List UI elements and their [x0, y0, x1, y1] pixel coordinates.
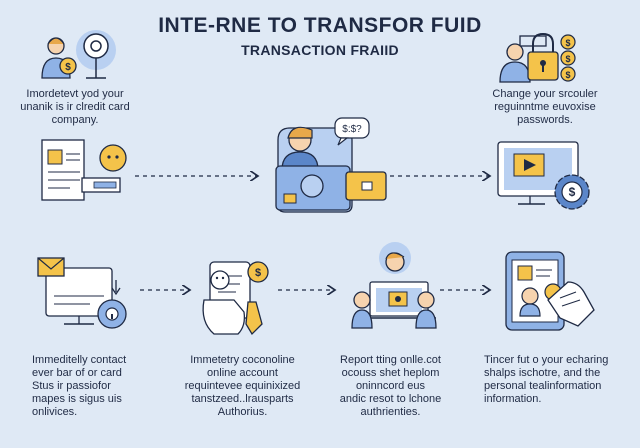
svg-text:$: $: [65, 62, 71, 73]
caption-line: Immeditelly contact: [32, 354, 127, 366]
caption-top-left: Imordetevt yod your unanik is ir clredit…: [0, 88, 150, 127]
caption-line: Imordetevt yod your: [26, 88, 124, 100]
caption-line: Immetetry coconoline: [190, 354, 295, 366]
svg-text:$: $: [565, 38, 570, 48]
caption-line: tanstzeed..lrausparts: [191, 393, 294, 405]
caption-line: unanik is ir clredit card: [20, 101, 130, 113]
caption-line: reguinntme euvoxise: [494, 101, 596, 113]
person-dollar-icon: $: [41, 30, 116, 79]
svg-text:$: $: [569, 185, 576, 199]
document-phone-icon: [41, 139, 127, 201]
page-title: INTE-RNE TO TRANSFOR FUID: [158, 14, 482, 37]
caption-line: Change your srcouler: [492, 88, 598, 100]
caption-line: ocouss shet heplom: [341, 367, 440, 379]
tablet-hand-icon: [505, 251, 595, 331]
caption-line: shalps ischotre, and the: [484, 367, 601, 379]
caption-line: ever bar of or card: [32, 367, 122, 379]
padlock-dollar-icon: $ $ $: [499, 32, 576, 83]
caption-top-right: Change your srcouler reguinntme euvoxise…: [460, 88, 630, 127]
caption-line: authrienties.: [360, 406, 421, 418]
caption-line: oninncord eus: [355, 380, 426, 392]
monitor-video-gear-icon: $: [497, 141, 590, 210]
caption-line: Report tting onlle.cot: [340, 354, 441, 366]
people-laptop-icon: [351, 242, 437, 329]
caption-line: personal tealinformation: [484, 380, 602, 392]
caption-bottom-3: Report tting onlle.cot ocouss shet heplo…: [318, 354, 463, 419]
caption-line: passwords.: [517, 114, 573, 126]
caption-line: Authorius.: [217, 406, 268, 418]
caption-bottom-1: Immeditelly contact ever bar of or card …: [32, 354, 172, 419]
caption-line: company.: [51, 114, 99, 126]
caption-line: information.: [484, 393, 542, 405]
page-subtitle: TRANSACTION FRAIID: [241, 42, 399, 58]
caption-line: onlivices.: [32, 406, 78, 418]
svg-text:$: $: [565, 54, 570, 64]
caption-line: online account: [207, 367, 278, 379]
caption-line: mapes is sigus uis: [32, 393, 122, 405]
caption-bottom-2: Immetetry coconoline online account requ…: [170, 354, 315, 419]
hand-phone-coin-icon: $: [202, 261, 269, 336]
svg-text:$: $: [565, 70, 570, 80]
wallet-card-icon: $:$?: [275, 117, 387, 213]
svg-text:$: $: [255, 267, 261, 279]
caption-line: requintevee equinixized: [184, 380, 301, 392]
caption-line: andic resot to lchone: [339, 393, 442, 405]
speech-bubble-text: $:$?: [342, 124, 362, 135]
caption-bottom-4: Tincer fut o your echaring shalps ischot…: [484, 354, 634, 406]
envelope-monitor-lock-icon: [37, 257, 127, 329]
caption-line: Tincer fut o your echaring: [484, 354, 609, 366]
caption-line: Stus ir passiofor: [32, 380, 111, 392]
